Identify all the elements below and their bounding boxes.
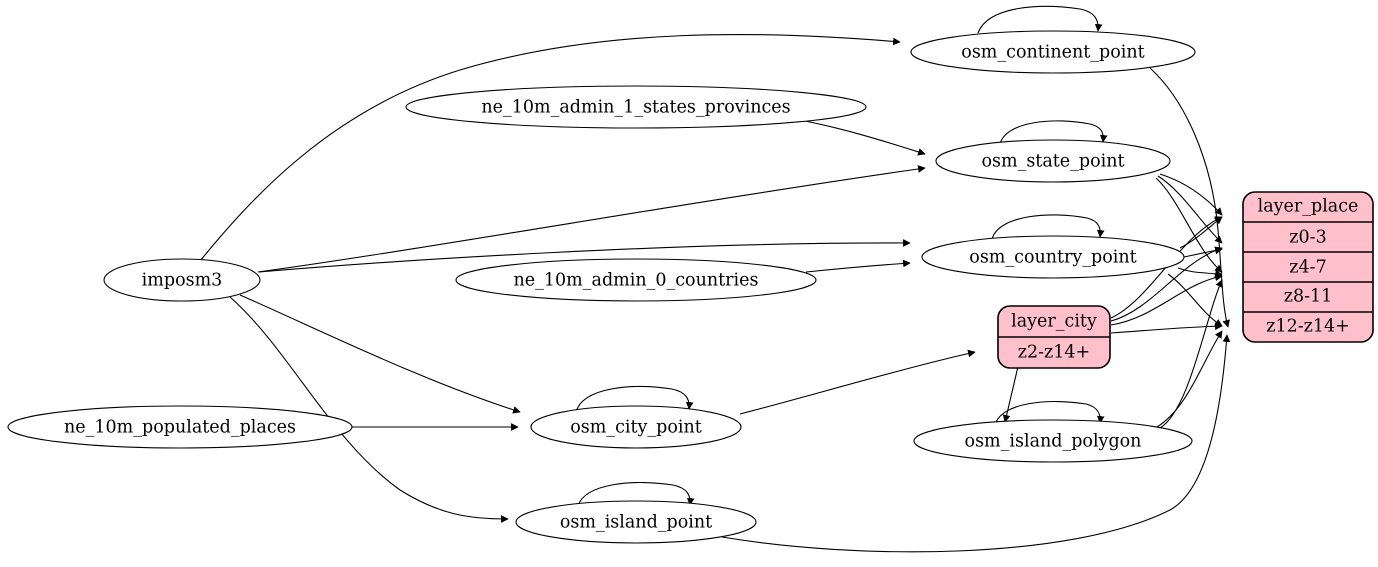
node-ne-states-label: ne_10m_admin_1_states_provinces [481, 98, 790, 118]
node-osm-city-point-shape[interactable] [530, 405, 742, 449]
node-ne-10m-admin-1-states-provinces[interactable]: ne_10m_admin_1_states_provinces [405, 85, 867, 129]
layer-place-row-z0-3-label[interactable]: z0-3 [1289, 228, 1326, 248]
edge-layer-city-to-layer-place-z12 [1110, 322, 1223, 334]
node-osm-state-point[interactable]: osm_state_point [935, 139, 1171, 183]
edge-imposm3-to-osm-country-point [258, 239, 911, 273]
table-node-layer-city[interactable]: layer_city z2-z14+ [997, 305, 1111, 369]
node-layer: imposm3 ne_10m_admin_1_states_provinces … [7, 30, 1196, 544]
edge-layer [199, 5, 1231, 553]
node-ne-countries-label: ne_10m_admin_0_countries [514, 271, 759, 291]
edge-self-loop-osm-city-point [575, 385, 694, 413]
layer-place-row-z4-7-label[interactable]: z4-7 [1289, 258, 1326, 278]
edge-self-loop-osm-continent-point [977, 5, 1103, 34]
layer-place-header-label: layer_place [1258, 197, 1359, 217]
layer-place-box[interactable] [1242, 191, 1374, 343]
edge-osm-state-point-to-layer-place-z8-11 [1155, 177, 1223, 273]
edge-osm-state-point-to-layer-place-z4-7 [1157, 175, 1223, 244]
layer-city-row-z2-z14-label[interactable]: z2-z14+ [1018, 343, 1090, 363]
node-imposm3-shape[interactable] [103, 258, 261, 302]
edge-osm-island-point-to-layer-place-z12 [721, 334, 1231, 553]
node-osm-island-polygon-label: osm_island_polygon [965, 432, 1142, 452]
node-ne-states-shape[interactable] [405, 85, 867, 129]
edge-layer-city-to-layer-place-z4-7 [1110, 246, 1223, 322]
edge-imposm3-to-osm-continent-point [199, 33, 901, 262]
node-imposm3[interactable]: imposm3 [103, 258, 261, 302]
node-osm-country-point-shape[interactable] [921, 235, 1185, 279]
edge-imposm3-to-osm-state-point [257, 165, 926, 273]
node-ne-10m-populated-places[interactable]: ne_10m_populated_places [7, 405, 353, 449]
edge-osm-country-point-to-layer-place-z12 [1167, 273, 1223, 327]
node-ne-populated-label: ne_10m_populated_places [64, 418, 296, 438]
node-ne-populated-shape[interactable] [7, 405, 353, 449]
layer-place-row-z12-z14-label[interactable]: z12-z14+ [1266, 317, 1350, 337]
node-osm-continent-point-shape[interactable] [910, 30, 1196, 74]
node-osm-continent-point-label: osm_continent_point [961, 43, 1144, 63]
edge-layer-city-to-layer-place-z8-11 [1110, 273, 1223, 326]
node-imposm3-label: imposm3 [142, 271, 223, 291]
edge-osm-state-point-to-layer-place-z0-3 [1159, 173, 1223, 216]
table-node-layer-place[interactable]: layer_place z0-3 z4-7 z8-11 z12-z14+ [1242, 191, 1374, 343]
node-osm-island-polygon[interactable]: osm_island_polygon [913, 419, 1193, 463]
node-osm-country-point-label: osm_country_point [969, 248, 1136, 268]
edge-self-loop-osm-state-point [999, 120, 1108, 145]
node-ne-countries-shape[interactable] [455, 258, 817, 302]
edge-osm-island-polygon-to-layer-place-z12 [1156, 330, 1223, 428]
layer-city-header-label: layer_city [1011, 312, 1097, 332]
node-osm-island-point[interactable]: osm_island_point [515, 500, 757, 544]
edge-imposm3-to-osm-city-point [239, 294, 521, 414]
edge-imposm3-to-osm-island-point [229, 296, 509, 523]
edge-osm-city-point-to-layer-city [739, 349, 976, 415]
layer-place-row-z8-11-label[interactable]: z8-11 [1284, 287, 1333, 307]
node-osm-island-polygon-shape[interactable] [913, 419, 1193, 463]
node-osm-city-point-label: osm_city_point [570, 418, 702, 438]
edge-osm-country-point-to-layer-place-z8-11 [1177, 267, 1223, 278]
edge-self-loop-osm-island-point [577, 481, 695, 507]
node-osm-continent-point[interactable]: osm_continent_point [910, 30, 1196, 74]
node-osm-country-point[interactable]: osm_country_point [921, 235, 1185, 279]
node-osm-island-point-shape[interactable] [515, 500, 757, 544]
edge-ne-countries-to-osm-country-point [805, 259, 911, 273]
node-osm-island-point-label: osm_island_point [560, 513, 712, 533]
node-osm-state-point-shape[interactable] [935, 139, 1171, 183]
node-osm-city-point[interactable]: osm_city_point [530, 405, 742, 449]
node-ne-10m-admin-0-countries[interactable]: ne_10m_admin_0_countries [455, 258, 817, 302]
edge-ne-states-to-osm-state-point [804, 120, 926, 156]
edge-osm-island-polygon-to-layer-place-z8-11 [1159, 279, 1223, 429]
edge-self-loop-osm-country-point [991, 214, 1105, 240]
node-osm-state-point-label: osm_state_point [981, 152, 1124, 172]
